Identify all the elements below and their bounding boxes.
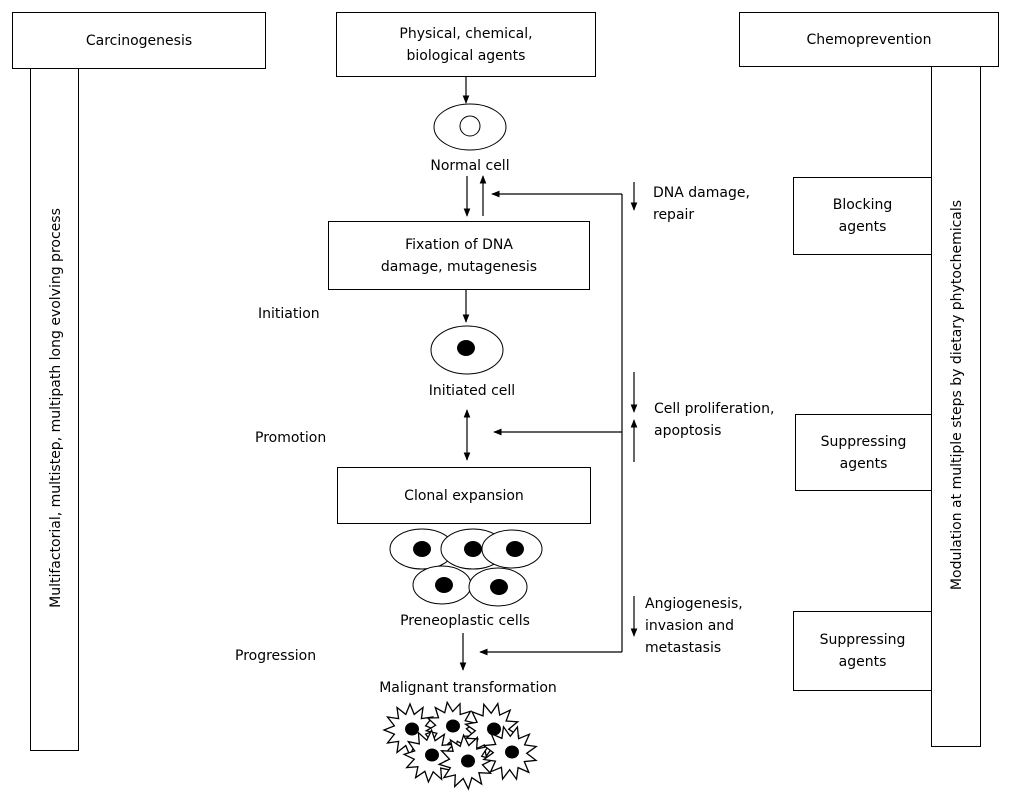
left-process-panel: Multifactorial, multistep, multipath lon… xyxy=(30,68,79,751)
angiogenesis-line-3: metastasis xyxy=(645,640,722,656)
angiogenesis-line-1: Angiogenesis, xyxy=(645,596,743,612)
preneoplastic-cells-label: Preneoplastic cells xyxy=(400,613,530,629)
malignant-cells-icon xyxy=(382,700,538,791)
stage-promotion: Promotion xyxy=(255,430,327,446)
stage-initiation: Initiation xyxy=(258,306,320,322)
suppressing-agents-1-line-1: Suppressing xyxy=(820,433,907,450)
fixation-box: Fixation of DNA damage, mutagenesis xyxy=(328,221,590,290)
right-modulation-text: Modulation at multiple steps by dietary … xyxy=(949,199,965,591)
agents-line-2: biological agents xyxy=(406,47,526,64)
malignant-cell-nucleus xyxy=(487,722,501,736)
angiogenesis-line-2: invasion and xyxy=(645,618,735,634)
cell-proliferation-line-2: apoptosis xyxy=(654,423,722,439)
dna-damage-label: DNA damage, repair xyxy=(653,182,750,226)
clonal-expansion-label: Clonal expansion xyxy=(404,487,524,504)
malignant-cell-nucleus xyxy=(425,748,439,762)
cell-proliferation-line-1: Cell proliferation, xyxy=(654,401,775,417)
blocking-agents-line-1: Blocking xyxy=(832,197,893,213)
carcinogenesis-label: Carcinogenesis xyxy=(85,32,193,49)
blocking-agents-box: Blocking agents xyxy=(793,177,932,255)
stage-progression: Progression xyxy=(235,648,317,664)
initiated-cell-label: Initiated cell xyxy=(428,383,516,399)
suppressing-agents-box-2: Suppressing agents xyxy=(793,611,932,691)
angiogenesis-label: Angiogenesis, invasion and metastasis xyxy=(645,593,743,659)
malignant-cell-nucleus xyxy=(505,745,519,759)
fixation-line-1: Fixation of DNA xyxy=(405,236,513,253)
chemoprevention-header: Chemoprevention xyxy=(739,12,999,67)
agents-box: Physical, chemical, biological agents xyxy=(336,12,596,77)
dna-damage-line-2: repair xyxy=(653,207,695,223)
suppressing-agents-2-line-1: Suppressing xyxy=(819,632,906,648)
right-modulation-panel: Modulation at multiple steps by dietary … xyxy=(931,66,981,747)
agents-line-1: Physical, chemical, xyxy=(399,25,533,42)
malignant-transformation-label: Malignant transformation xyxy=(379,680,557,696)
fixation-line-2: damage, mutagenesis xyxy=(380,258,538,275)
carcinogenesis-header: Carcinogenesis xyxy=(12,12,266,69)
chemoprevention-label: Chemoprevention xyxy=(806,31,932,48)
suppressing-agents-2-line-2: agents xyxy=(838,654,887,670)
clonal-expansion-box: Clonal expansion xyxy=(337,467,591,524)
normal-cell-icon xyxy=(433,103,507,151)
dna-damage-line-1: DNA damage, xyxy=(653,185,750,201)
suppressing-agents-box-1: Suppressing agents xyxy=(795,414,932,491)
preneoplastic-cells-icon xyxy=(389,528,543,607)
left-process-text: Multifactorial, multistep, multipath lon… xyxy=(48,208,64,608)
malignant-cell-nucleus xyxy=(405,722,419,736)
cell-proliferation-label: Cell proliferation, apoptosis xyxy=(654,398,774,442)
blocking-agents-line-2: agents xyxy=(838,219,887,235)
malignant-cell-nucleus xyxy=(446,719,460,733)
malignant-cell-nucleus xyxy=(461,754,475,768)
normal-cell-label: Normal cell xyxy=(430,158,510,174)
suppressing-agents-1-line-2: agents xyxy=(839,455,888,472)
initiated-cell-icon xyxy=(430,325,504,375)
